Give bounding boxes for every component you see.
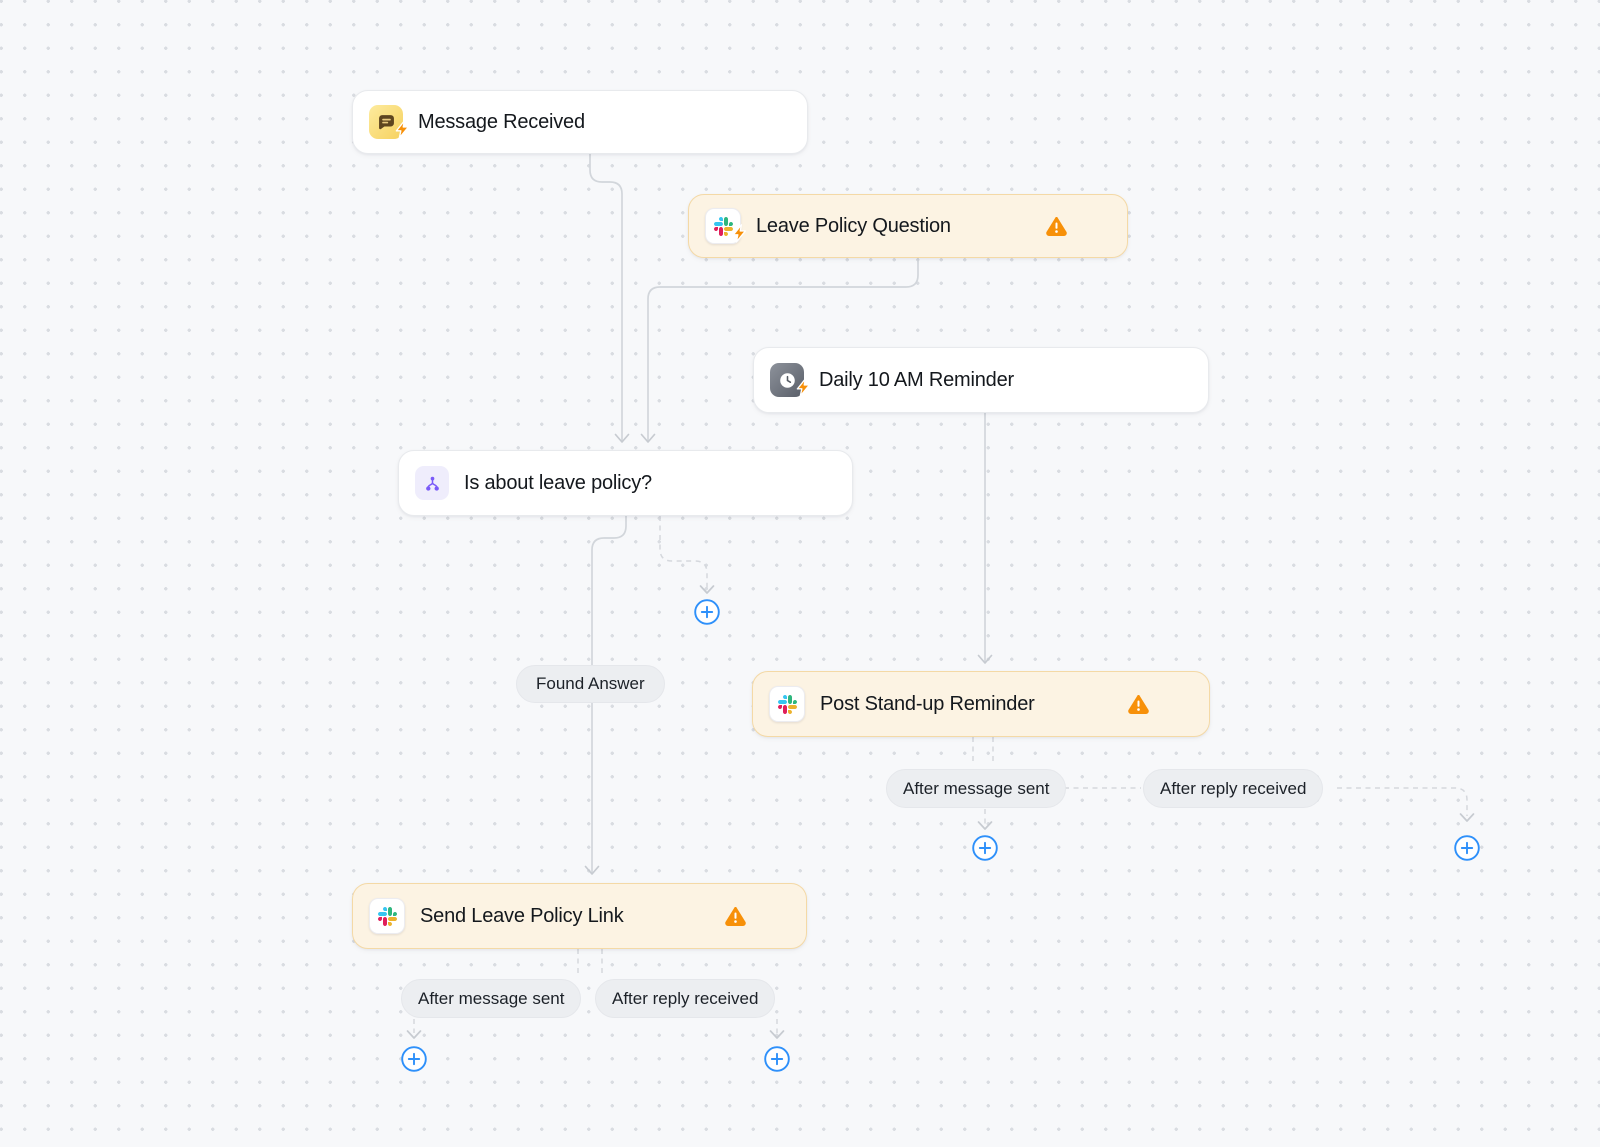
node-is-about-leave-policy[interactable]: Is about leave policy? (398, 450, 853, 516)
lightning-bolt-icon (395, 120, 410, 144)
add-step-button-post-after-reply-received[interactable] (1453, 834, 1481, 862)
arrowhead (640, 433, 656, 443)
edge-label-post-after-reply-received[interactable]: After reply received (1143, 769, 1324, 808)
node-label: Message Received (418, 110, 585, 133)
node-label: Send Leave Policy Link (420, 904, 624, 927)
node-label: Leave Policy Question (756, 214, 951, 237)
branch-icon (415, 466, 449, 500)
edge-branch-other-output (659, 516, 708, 589)
plus-circle-icon (401, 1046, 427, 1072)
arrowhead (614, 433, 630, 443)
edge-label-found-answer[interactable]: Found Answer (516, 665, 665, 703)
arrowhead (406, 1030, 422, 1039)
warning-triangle-icon (1128, 694, 1149, 714)
message-trigger-icon (369, 105, 410, 139)
node-label: Post Stand-up Reminder (820, 692, 1035, 715)
plus-circle-icon (972, 835, 998, 861)
node-post-standup-reminder[interactable]: Post Stand-up Reminder (752, 671, 1210, 737)
lightning-bolt-icon (796, 378, 811, 402)
add-step-button-send-after-message-sent[interactable] (400, 1045, 428, 1073)
arrowhead (584, 865, 600, 875)
warning-triangle-icon (1046, 216, 1067, 236)
edge-label-post-after-message-sent[interactable]: After message sent (886, 769, 1067, 808)
slack-trigger-icon (705, 208, 747, 244)
node-send-leave-policy-link[interactable]: Send Leave Policy Link (352, 883, 807, 949)
add-step-button-post-after-message-sent[interactable] (971, 834, 999, 862)
add-step-button-branch-other[interactable] (693, 598, 721, 626)
lightning-bolt-icon (732, 224, 747, 248)
plus-circle-icon (764, 1046, 790, 1072)
node-label: Is about leave policy? (464, 471, 652, 494)
edge-post-reply-to-add (1337, 787, 1468, 816)
clock-trigger-icon (770, 363, 811, 397)
plus-circle-icon (1454, 835, 1480, 861)
edge-message-received-to-branch (589, 154, 623, 441)
node-leave-policy-question[interactable]: Leave Policy Question (688, 194, 1128, 258)
edge-label-send-after-message-sent[interactable]: After message sent (401, 979, 582, 1018)
warning-triangle-icon (725, 906, 746, 926)
edge-label-send-after-reply-received[interactable]: After reply received (595, 979, 776, 1018)
node-label: Daily 10 AM Reminder (819, 368, 1014, 391)
arrowhead (977, 821, 993, 830)
add-step-button-send-after-reply-received[interactable] (763, 1045, 791, 1073)
node-message-received[interactable]: Message Received (352, 90, 808, 154)
arrowhead (977, 654, 993, 664)
plus-circle-icon (694, 599, 720, 625)
node-daily-10am-reminder[interactable]: Daily 10 AM Reminder (753, 347, 1209, 413)
slack-icon (769, 686, 805, 722)
arrowhead (699, 585, 715, 594)
arrowhead (1459, 813, 1475, 822)
slack-icon (369, 898, 405, 934)
arrowhead (769, 1030, 785, 1039)
